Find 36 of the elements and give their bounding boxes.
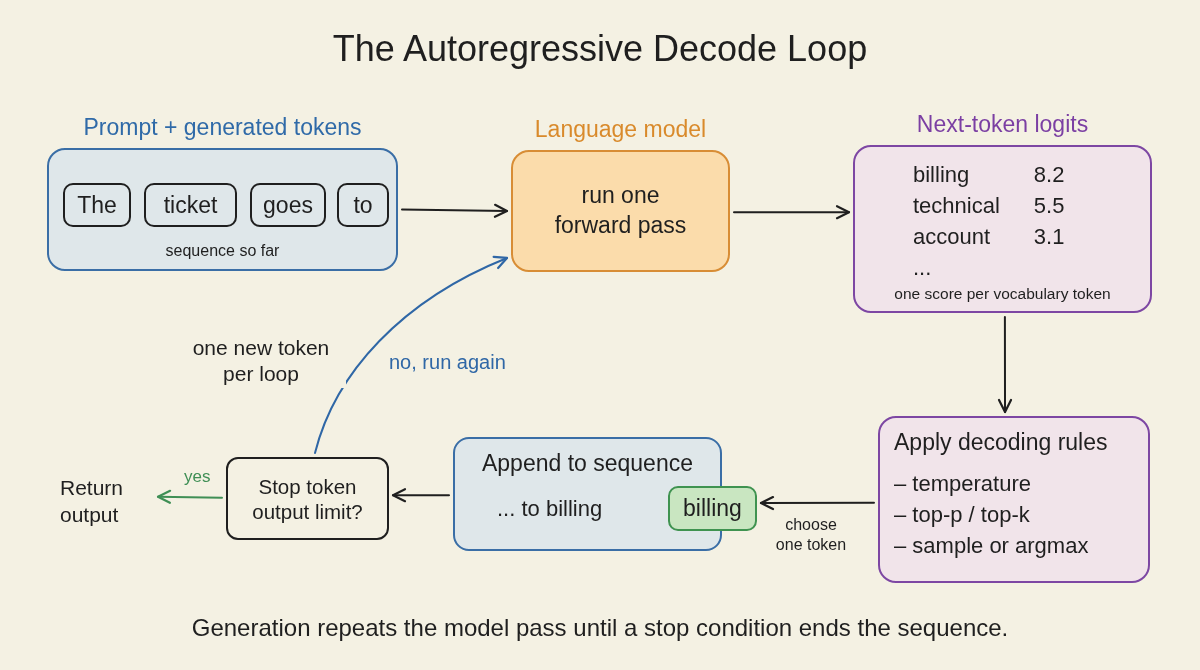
- token-label: billing: [913, 161, 970, 189]
- rule-item: – sample or argmax: [894, 532, 1089, 560]
- stop-check-box: Stop token output limit?: [226, 457, 389, 540]
- arrow: [997, 316, 1013, 414]
- rule-item: – top-p / top-k: [894, 501, 1030, 529]
- token-label: account: [913, 223, 991, 251]
- arrow: [391, 488, 450, 503]
- panel-note: sequence so far: [165, 242, 280, 260]
- diagram-title: The Autoregressive Decode Loop: [332, 28, 868, 70]
- panel-heading: Append to sequence: [482, 449, 693, 478]
- box-heading: Language model: [534, 116, 707, 143]
- panel-note: one score per vocabulary token: [894, 285, 1111, 303]
- arrow: [156, 489, 223, 504]
- rules-panel: [878, 416, 1150, 583]
- arrow: [733, 205, 851, 220]
- return-text: Return output: [60, 470, 154, 532]
- panel-heading: Prompt + generated tokens: [83, 114, 362, 141]
- diagram-caption: Generation repeats the model pass until a stop condition ends the sequence.: [191, 614, 1009, 642]
- score-value: 8.2: [1033, 161, 1065, 189]
- loop-arrow: [314, 256, 509, 454]
- token-chip: goes: [250, 183, 326, 227]
- arrow: [759, 495, 875, 511]
- token-label: technical: [913, 192, 1000, 220]
- panel-heading: Next-token logits: [916, 111, 1089, 138]
- token-chip: ticket: [144, 183, 237, 227]
- arrow: [401, 203, 509, 218]
- panel-heading: Apply decoding rules: [894, 428, 1108, 457]
- score-value: 3.1: [1033, 223, 1065, 251]
- box-text: run one forward pass: [553, 181, 688, 240]
- sequence-text: ... to billing: [497, 495, 603, 523]
- token-chip: billing: [668, 486, 757, 531]
- rule-item: – temperature: [894, 470, 1031, 498]
- token-chip: to: [337, 183, 389, 227]
- score-value: 5.5: [1033, 192, 1065, 220]
- ellipsis-text: ...: [913, 254, 932, 282]
- token-chip: The: [63, 183, 131, 227]
